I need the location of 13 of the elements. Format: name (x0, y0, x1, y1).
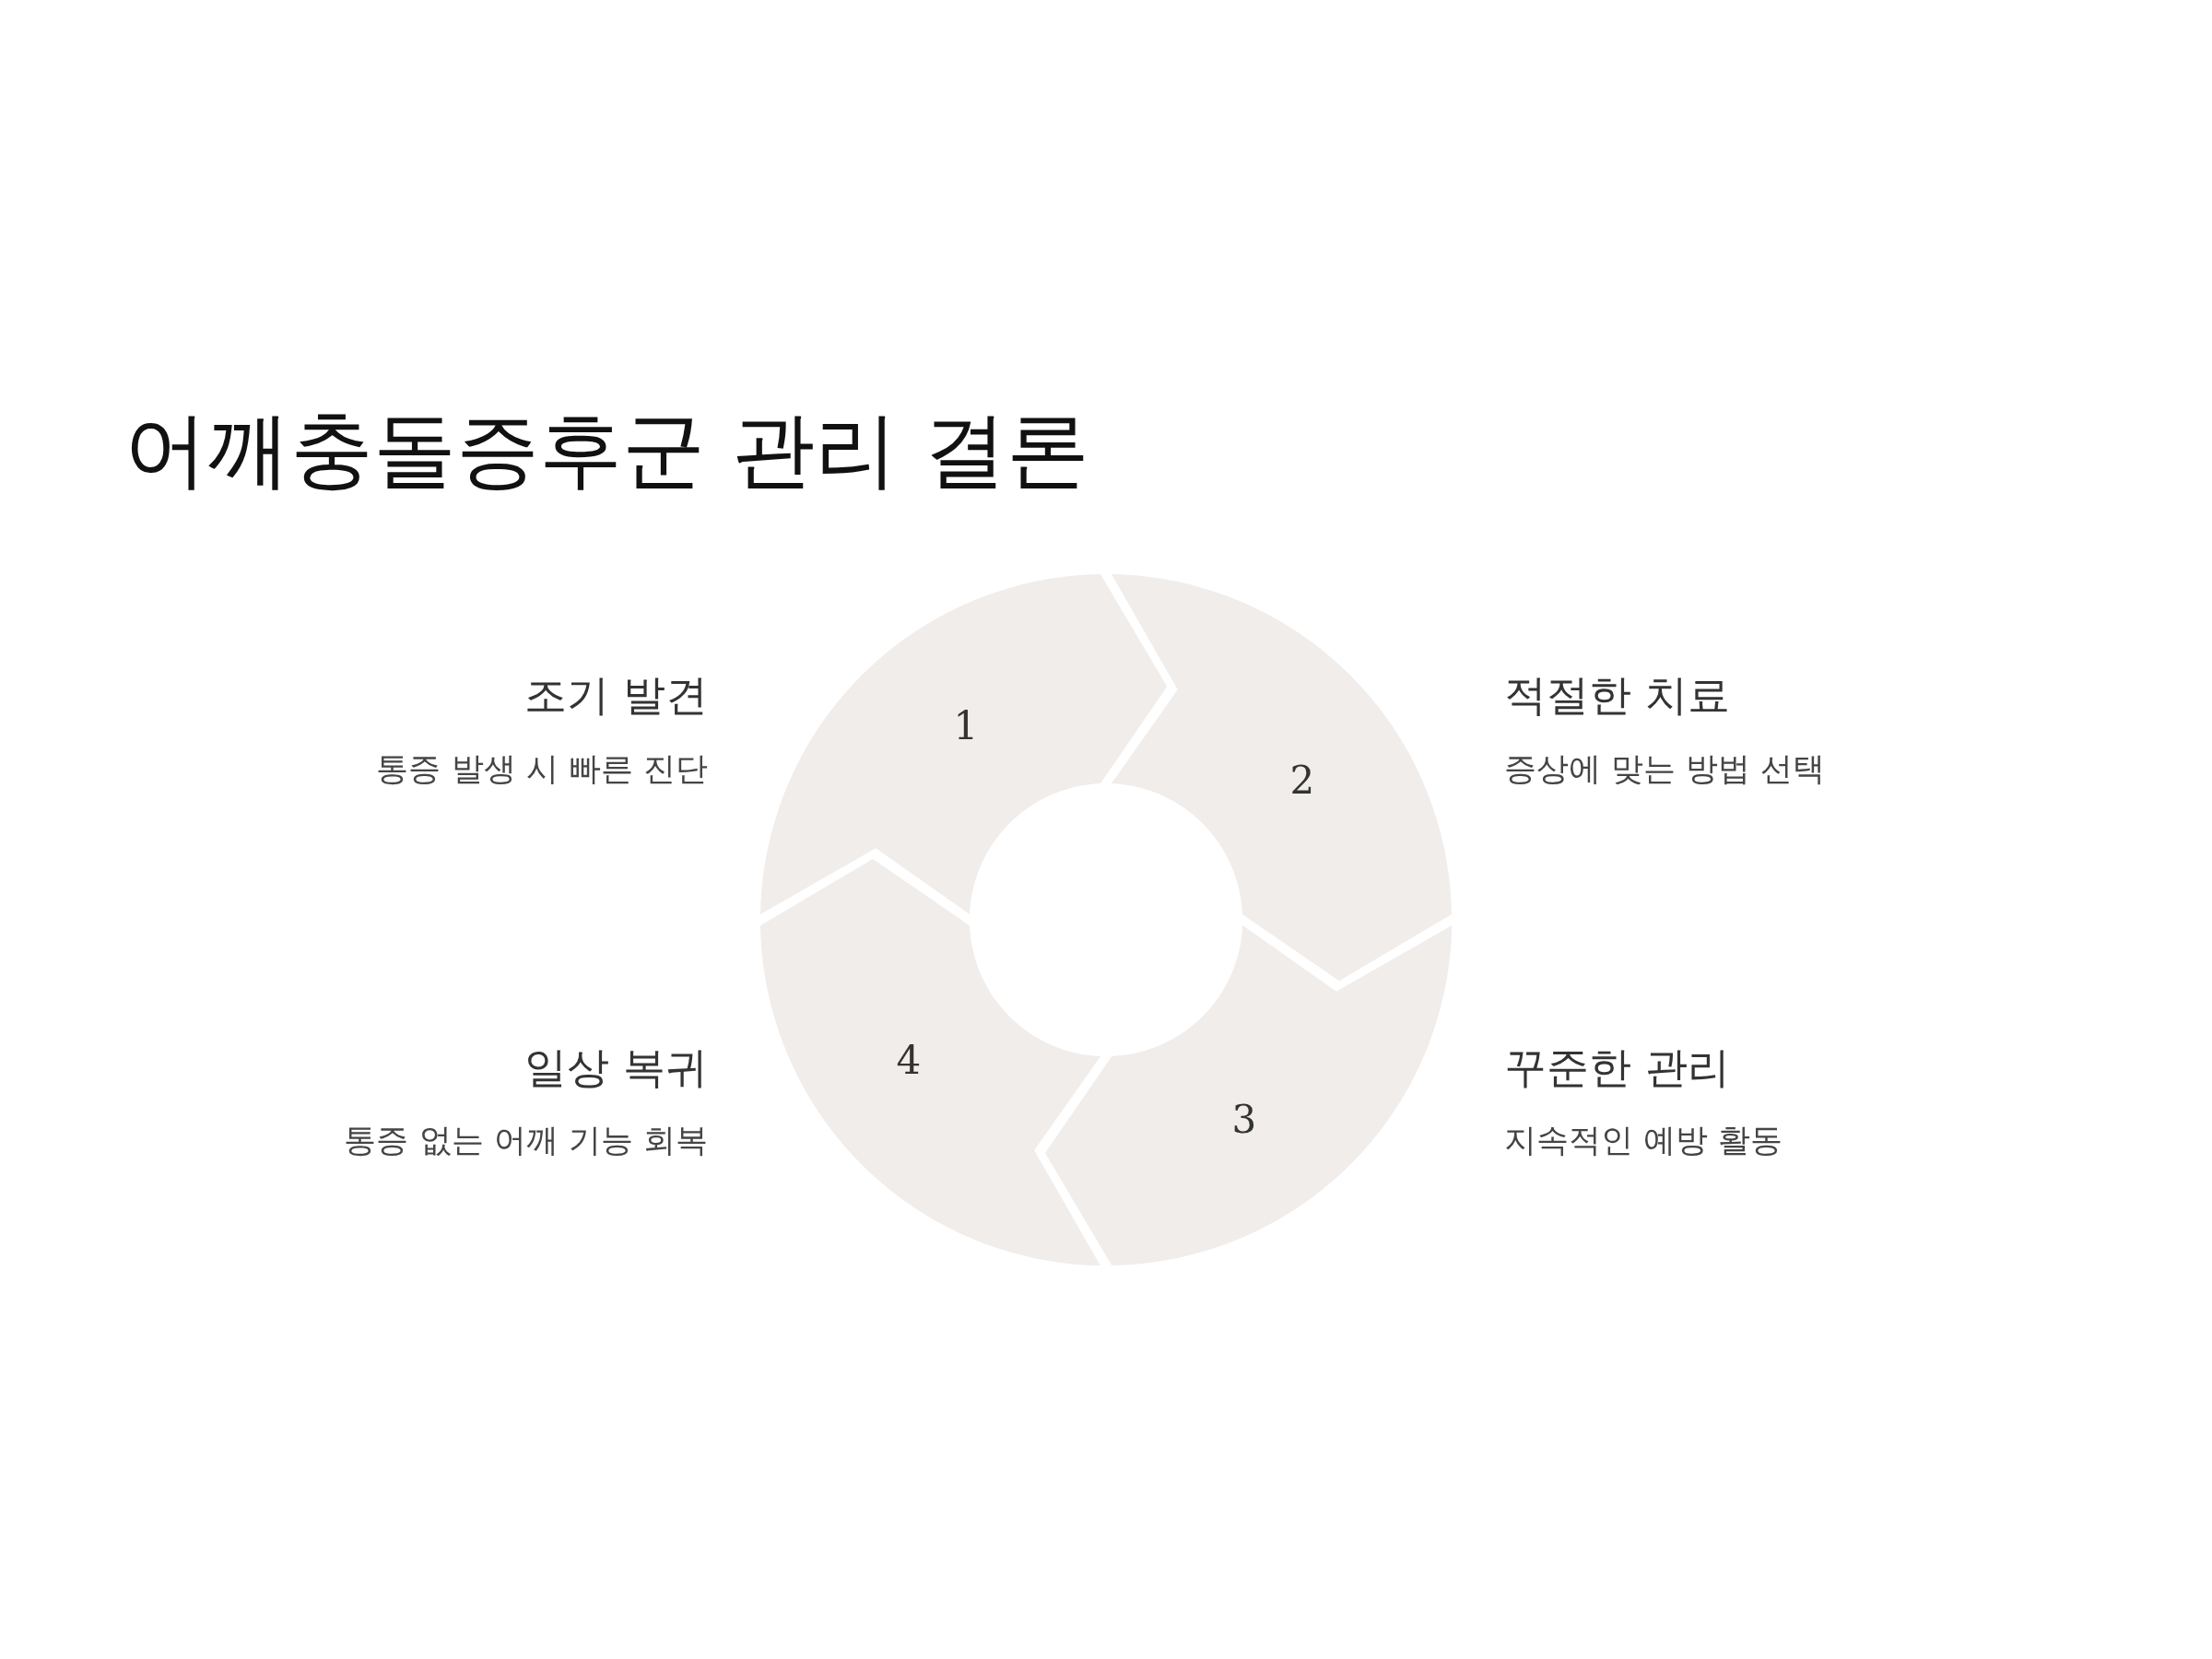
step-heading: 일상 복귀 (524, 1041, 708, 1094)
step-heading: 적절한 치료 (1504, 669, 1730, 722)
step-number: 2 (1289, 757, 1315, 803)
step-heading: 꾸준한 관리 (1504, 1041, 1730, 1094)
step-description: 통증 발생 시 빠른 진단 (376, 748, 708, 789)
step-number: 4 (896, 1037, 922, 1083)
step-description: 지속적인 예방 활동 (1504, 1120, 1783, 1160)
step-number: 1 (953, 702, 979, 748)
step-heading: 조기 발견 (524, 669, 708, 722)
title: 어깨충돌증후군 관리 결론 (124, 400, 1090, 500)
step-description: 증상에 맞는 방법 선택 (1504, 748, 1826, 789)
step-description: 통증 없는 어깨 기능 회복 (344, 1120, 708, 1160)
step-number: 3 (1231, 1096, 1257, 1142)
